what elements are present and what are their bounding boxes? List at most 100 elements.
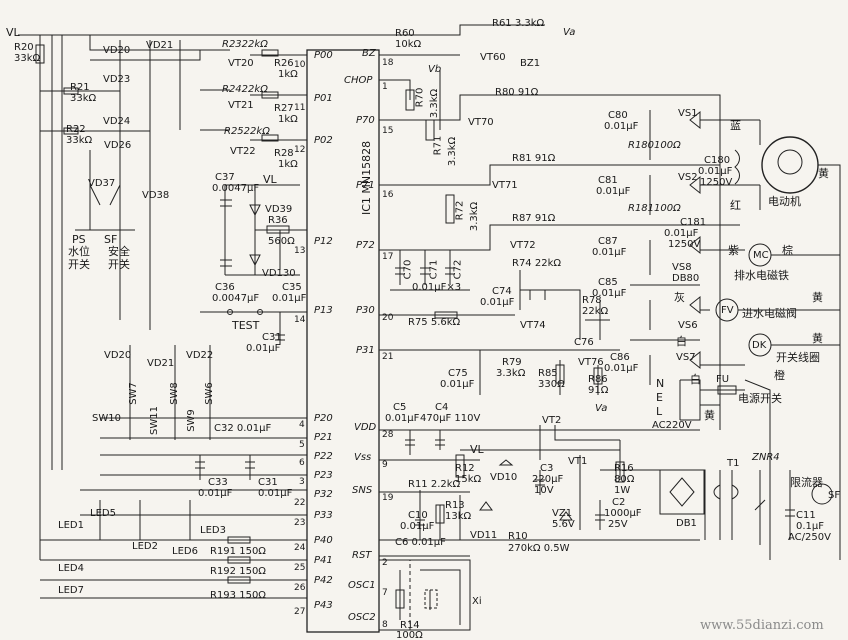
port-p31: P31: [356, 345, 375, 356]
r28-label: R28: [274, 148, 294, 159]
wire-white-2-label: 白: [690, 373, 701, 386]
ps-label: PS: [72, 233, 86, 246]
port-vdd: VDD: [354, 422, 377, 433]
plug-n-label: N: [656, 377, 665, 390]
port-p70: P70: [356, 115, 375, 126]
c85-label: C85: [598, 277, 618, 288]
r60-label: R60: [395, 28, 415, 39]
port-p23: P23: [314, 470, 333, 481]
led7-label: LED7: [58, 585, 84, 596]
port-osc2: OSC2: [348, 612, 376, 623]
c35-label: C35: [282, 282, 302, 293]
c10-value: 0.01μF: [400, 521, 435, 532]
vl-label-3: VL: [470, 443, 484, 456]
c6-label: C6 0.01μF: [395, 537, 446, 548]
vd39-label: VD39: [265, 204, 293, 215]
port-p20: P20: [314, 413, 333, 424]
port-p02: P02: [314, 135, 333, 146]
water-level-switch-cn: 水位: [68, 245, 90, 258]
c5-value: 0.01μF: [385, 413, 420, 424]
sw10-label: SW10: [92, 413, 121, 424]
motor-label: 电动机: [768, 195, 801, 208]
pin-number: 3: [299, 477, 305, 487]
t1-label: T1: [727, 458, 740, 469]
fv-coil-label: FV: [721, 305, 734, 316]
vs8-label: VS8: [672, 262, 692, 273]
c180-voltage: 1250V: [700, 177, 733, 188]
r78-label: R78: [582, 295, 602, 306]
pin-number: 22: [294, 498, 306, 508]
r61-label: R61 3.3kΩ: [492, 18, 545, 29]
pin-number: 24: [294, 543, 306, 553]
drain-solenoid-label: 排水电磁铁: [734, 269, 789, 282]
port-rst: RST: [352, 550, 372, 561]
sw7-label: SW7: [127, 382, 139, 405]
port-osc1: OSC1: [348, 580, 376, 591]
c3-value: 220μF: [532, 474, 564, 485]
r22-label: R22: [66, 124, 86, 135]
r81-label: R81 91Ω: [512, 153, 556, 164]
pin-number: 27: [294, 607, 306, 617]
r14-value: 100Ω: [396, 630, 423, 640]
r78-value: 22kΩ: [582, 306, 609, 317]
r24-label: R2422kΩ: [222, 84, 268, 95]
vd11-label: VD11: [470, 530, 498, 541]
c71-label: C71: [428, 259, 440, 280]
r72-label: R72: [454, 200, 466, 221]
ic-label: IC1 MN15828: [360, 141, 373, 215]
c4-value: 470μF 110V: [420, 413, 481, 424]
power-switch-label: 电源开关: [738, 392, 782, 405]
c76-label: C76: [574, 337, 594, 348]
wire-orange-label: 橙: [774, 369, 785, 382]
wire-red-label: 红: [730, 199, 741, 212]
pin-number: 1: [382, 82, 388, 92]
wire-yellow-4-label: 黄: [704, 409, 715, 422]
vs7-label: VS7: [676, 352, 696, 363]
wire-white-label: 白: [676, 335, 687, 348]
vt70-label: VT70: [468, 117, 494, 128]
r36-label: R36: [268, 215, 288, 226]
r181-label: R181100Ω: [628, 203, 681, 214]
vd38-label: VD38: [142, 190, 170, 201]
c70-label: C70: [402, 259, 414, 280]
r87-label: R87 91Ω: [512, 213, 556, 224]
c74-value: 0.01μF: [480, 297, 515, 308]
vd21-label: VD21: [146, 40, 174, 51]
vs2-label: VS2: [678, 172, 698, 183]
c2-value: 1000μF: [604, 508, 642, 519]
vd10-label: VD10: [490, 472, 518, 483]
vs6-label: VS6: [678, 320, 698, 331]
c32-label: C32 0.01μF: [214, 423, 272, 434]
switch-coil-label: 开关线圈: [776, 351, 820, 364]
c31b-value: 0.01μF: [258, 488, 293, 499]
vt1-label: VT1: [568, 456, 588, 467]
led6-label: LED6: [172, 546, 198, 557]
port-p13: P13: [314, 305, 333, 316]
c87-label: C87: [598, 236, 618, 247]
c181-label: C181: [680, 217, 707, 228]
pin-number: 19: [382, 493, 394, 503]
c5-label: C5: [393, 402, 407, 413]
r28-value: 1kΩ: [278, 159, 298, 170]
wire-yellow-label: 黄: [818, 167, 829, 180]
vt2-label: VT2: [542, 415, 562, 426]
wire-purple-label: 紫: [728, 244, 739, 257]
r85-value: 330Ω: [538, 379, 565, 390]
port-p41: P41: [314, 555, 333, 566]
r26-value: 1kΩ: [278, 69, 298, 80]
c86-value: 0.01μF: [604, 363, 639, 374]
port-sns: SNS: [352, 485, 373, 496]
r13-value: 13kΩ: [445, 511, 472, 522]
c81-value: 0.01μF: [596, 186, 631, 197]
port-vss: Vss: [354, 452, 372, 463]
c37-value: 0.0047μF: [212, 183, 260, 194]
plug-l-label: L: [656, 405, 663, 418]
pin-number: 14: [294, 315, 306, 325]
pin-number: 6: [299, 458, 305, 468]
watermark: www.55dianzi.com: [700, 618, 824, 633]
c3-voltage: 10V: [534, 485, 554, 496]
r22-value: 33kΩ: [66, 135, 93, 146]
sw9-label: SW9: [185, 409, 197, 432]
r180-label: R180100Ω: [628, 140, 681, 151]
vt20-label: VT20: [228, 58, 254, 69]
